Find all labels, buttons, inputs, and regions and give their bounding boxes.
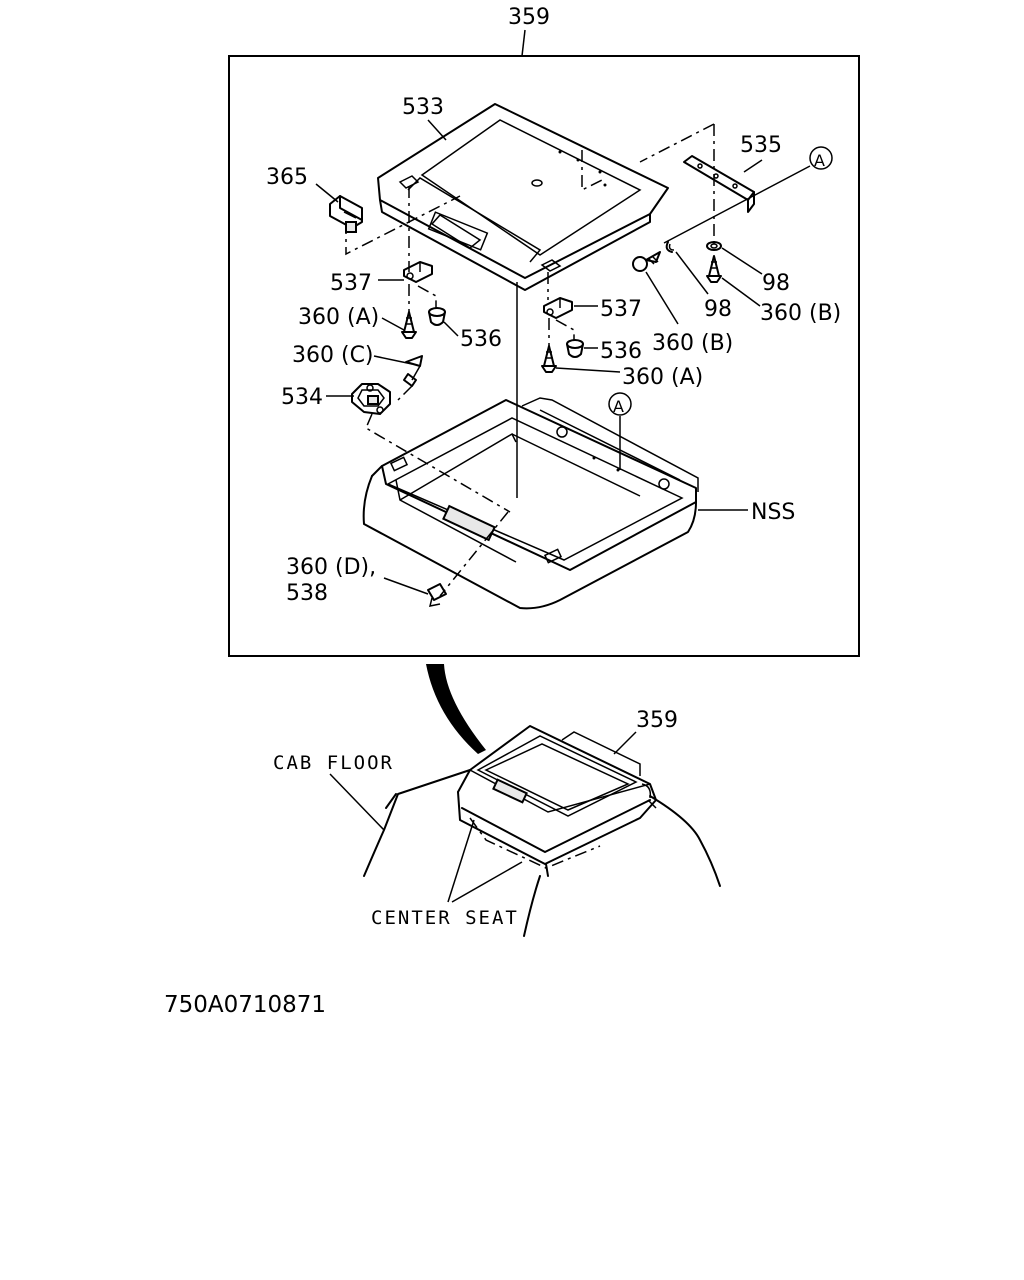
tray-part bbox=[362, 397, 699, 610]
label-fastener-d-line1: 360 (D), bbox=[286, 555, 376, 580]
label-washer-center: 98 bbox=[704, 297, 732, 322]
label-bracket-right: 537 bbox=[600, 297, 642, 322]
fastener-c-part bbox=[403, 355, 423, 387]
label-bracket-left: 537 bbox=[330, 271, 372, 296]
label-latch: 365 bbox=[266, 165, 308, 190]
label-washer-right: 98 bbox=[762, 271, 790, 296]
locator-arrow bbox=[426, 664, 486, 754]
label-fastener-a-right: 360 (A) bbox=[622, 365, 703, 390]
label-inset-assembly: 359 bbox=[636, 708, 678, 733]
label-fastener-c: 360 (C) bbox=[292, 343, 374, 368]
hinge-plate-part bbox=[683, 155, 755, 213]
washer-right-part bbox=[706, 241, 722, 251]
bezel-part bbox=[377, 103, 669, 291]
stopper-right-part bbox=[566, 339, 584, 358]
callout-a-top: A bbox=[814, 151, 825, 170]
label-top-assembly: 359 bbox=[508, 5, 550, 30]
label-bezel: 533 bbox=[402, 95, 444, 120]
label-fastener-d-line2: 538 bbox=[286, 581, 328, 606]
label-center-seat: CENTER SEAT bbox=[371, 907, 519, 929]
fastener-a-left-part bbox=[401, 311, 417, 339]
diagram-code: 750A0710871 bbox=[164, 992, 326, 1018]
fastener-a-right-part bbox=[541, 345, 557, 373]
label-fastener-b-center: 360 (B) bbox=[652, 331, 733, 356]
callout-a-top-circle bbox=[809, 146, 833, 170]
fastener-b-center-part bbox=[632, 251, 661, 272]
stopper-left-part bbox=[428, 307, 446, 326]
washer-center-part bbox=[665, 241, 675, 253]
callout-a-tray: A bbox=[613, 397, 624, 416]
label-fastener-b-right: 360 (B) bbox=[760, 301, 841, 326]
striker-part bbox=[351, 383, 391, 415]
label-nss: NSS bbox=[751, 500, 795, 525]
label-stopper-left: 536 bbox=[460, 327, 502, 352]
label-striker: 534 bbox=[281, 385, 323, 410]
latch-part bbox=[329, 195, 363, 233]
label-stopper-right: 536 bbox=[600, 339, 642, 364]
bracket-left-part bbox=[403, 261, 433, 283]
inset-view bbox=[363, 725, 721, 937]
label-fastener-a-left: 360 (A) bbox=[298, 305, 379, 330]
bracket-right-part bbox=[543, 297, 573, 319]
label-hinge-plate: 535 bbox=[740, 133, 782, 158]
fastener-b-right-part bbox=[706, 255, 722, 283]
label-cab-floor: CAB FLOOR bbox=[273, 752, 394, 774]
exploded-view-frame bbox=[228, 55, 860, 657]
fastener-d-part bbox=[427, 583, 447, 607]
callout-a-tray-circle bbox=[608, 392, 632, 416]
